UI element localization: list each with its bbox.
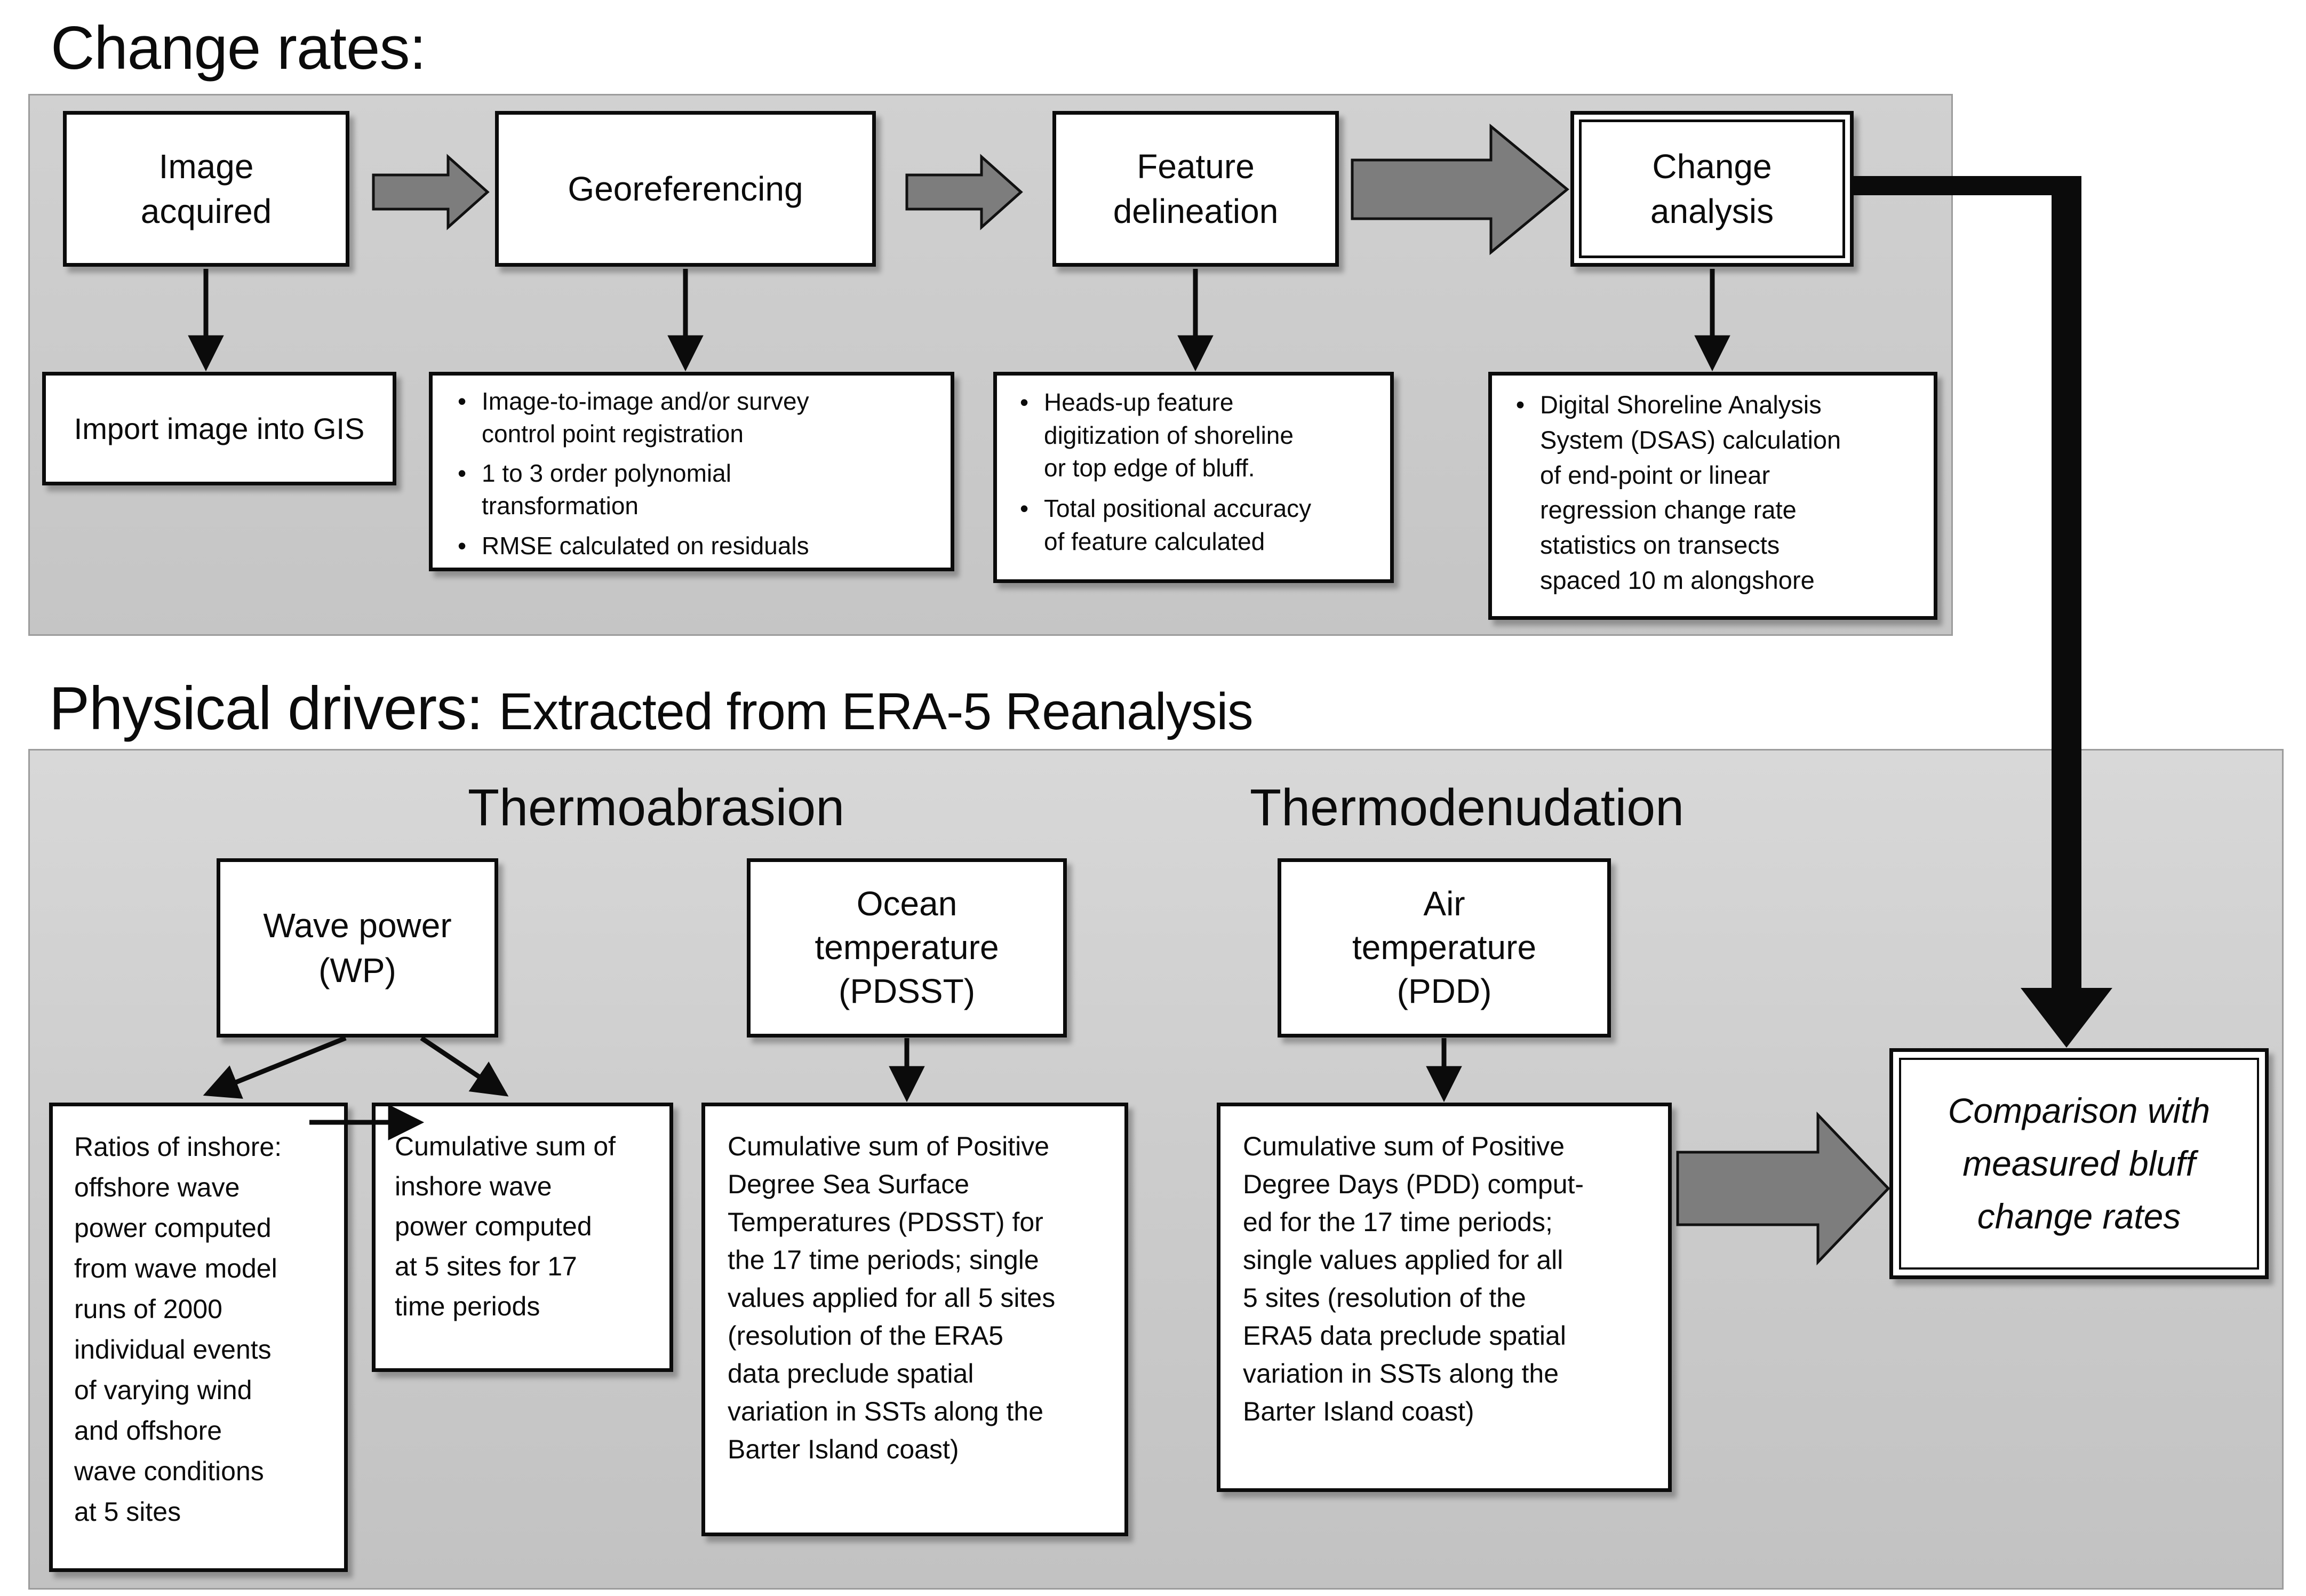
note-pdsst-text: Cumulative sum of Positive Degree Sea Su… [728,1131,1056,1464]
box-comparison-label: Comparison with measured bluff change ra… [1948,1091,2211,1236]
box-feature-delineation-label: Feature delineation [1113,147,1279,230]
box-wave-power-label: Wave power (WP) [263,906,452,989]
column-header-thermodenudation: Thermodenudation [1249,778,1685,836]
section-title-change-rates: Change rates: [51,14,426,82]
bullet-icon: • [457,387,467,415]
list-item: • Heads-up feature digitization of shorel… [1008,386,1379,485]
box-comparison: Comparison with measured bluff change ra… [1889,1048,2269,1279]
box-image-acquired: Image acquired [63,111,349,267]
list-item: • Digital Shoreline Analysis System (DSAS… [1504,387,1922,598]
note-dsas-details: • Digital Shoreline Analysis System (DSAS… [1488,372,1937,620]
physical-drivers-title-text: Physical drivers: [49,675,483,743]
box-image-acquired-label: Image acquired [140,147,272,230]
box-ocean-temperature: Ocean temperature (PDSST) [747,858,1067,1038]
list-item: • 1 to 3 order polynomial transformation [445,457,938,522]
bullet-text: RMSE calculated on residuals [482,531,809,560]
physical-drivers-subtitle: Extracted from ERA-5 Reanalysis [498,682,1254,740]
note-import-gis: Import image into GIS [42,372,396,485]
note-wave-ratios: Ratios of inshore: offshore wave power c… [49,1103,348,1572]
bullet-text: Digital Shoreline Analysis System (DSAS)… [1540,390,1841,594]
note-georeferencing-details: • Image-to-image and/or survey control po… [429,372,954,571]
bullet-text: Total positional accuracy of feature cal… [1044,494,1312,555]
note-wave-ratios-text: Ratios of inshore: offshore wave power c… [74,1132,282,1527]
bullet-icon: • [457,531,467,560]
bullet-icon: • [1019,388,1029,416]
note-feature-details: • Heads-up feature digitization of shorel… [993,372,1394,583]
column-header-thermoabrasion: Thermoabrasion [467,778,845,836]
bullet-icon: • [457,459,467,488]
box-georeferencing-label: Georeferencing [568,169,803,208]
box-georeferencing: Georeferencing [495,111,876,267]
bullet-text: 1 to 3 order polynomial transformation [482,459,731,520]
note-cumsum-wave: Cumulative sum of inshore wave power com… [372,1103,673,1372]
list-item: • RMSE calculated on residuals [445,530,938,562]
box-ocean-temperature-label: Ocean temperature (PDSST) [815,884,999,1010]
bullet-icon: • [1515,390,1525,419]
note-cumsum-wave-text: Cumulative sum of inshore wave power com… [395,1131,616,1321]
bullet-icon: • [1019,494,1029,522]
dsas-bullet-list: • Digital Shoreline Analysis System (DSAS… [1504,387,1922,598]
box-air-temperature-label: Air temperature (PDD) [1352,884,1537,1010]
note-pdsst: Cumulative sum of Positive Degree Sea Su… [701,1103,1128,1536]
box-change-analysis-label: Change analysis [1650,147,1774,230]
list-item: • Image-to-image and/or survey control po… [445,385,938,450]
box-wave-power: Wave power (WP) [217,858,498,1038]
box-change-analysis: Change analysis [1570,111,1854,267]
box-feature-delineation: Feature delineation [1052,111,1339,267]
section-title-physical-drivers: Physical drivers: Extracted from ERA-5 R… [49,675,1254,743]
bullet-text: Image-to-image and/or survey control poi… [482,387,809,448]
georeferencing-bullet-list: • Image-to-image and/or survey control po… [445,385,938,562]
box-air-temperature: Air temperature (PDD) [1278,858,1611,1038]
note-pdd: Cumulative sum of Positive Degree Days (… [1217,1103,1672,1492]
note-pdd-text: Cumulative sum of Positive Degree Days (… [1243,1131,1584,1426]
bullet-text: Heads-up feature digitization of shoreli… [1044,388,1294,482]
note-import-gis-text: Import image into GIS [74,412,365,445]
feature-bullet-list: • Heads-up feature digitization of shorel… [1008,386,1379,558]
list-item: • Total positional accuracy of feature ca… [1008,492,1379,558]
